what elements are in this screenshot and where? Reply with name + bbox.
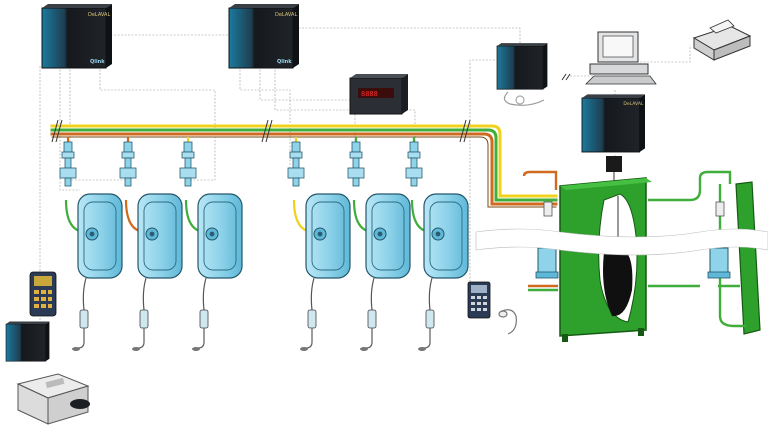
control-unit-icon (5, 321, 50, 362)
fax-machine-icon (692, 19, 752, 61)
printer-icon (16, 373, 90, 425)
milk-meter (119, 141, 183, 352)
svg-text:Qlink: Qlink (277, 59, 292, 65)
cutaway-band (475, 228, 768, 256)
bulk-tank (735, 181, 761, 335)
svg-text:DeLAVAL: DeLAVAL (623, 101, 644, 107)
control-unit-icon (496, 42, 548, 90)
pump-unit (535, 201, 559, 279)
control-unit-icon: DeLAVAL (581, 93, 646, 153)
milk-meter (287, 141, 351, 352)
milk-meter (347, 141, 411, 352)
display-panel-icon: 8888 (349, 74, 408, 115)
milk-meter (179, 141, 243, 352)
pipeline-breaks (51, 119, 471, 143)
mouse-icon (70, 399, 90, 409)
milk-meter (59, 141, 123, 352)
control-unit-icon: DeLAVAL Qlink (41, 3, 113, 69)
svg-text:8888: 8888 (361, 90, 378, 98)
svg-text:Qlink: Qlink (90, 59, 105, 65)
handheld-keypad-icon (29, 271, 57, 317)
milk-pipeline (50, 124, 558, 208)
cable-break (561, 73, 571, 81)
control-unit-icon: DeLAVAL Qlink (228, 3, 300, 69)
sensor-probe (498, 309, 517, 335)
network-cable (503, 91, 545, 106)
svg-text:DeLAVAL: DeLAVAL (88, 12, 110, 18)
handheld-keypad-icon (467, 281, 491, 319)
pump-unit (707, 201, 731, 279)
tank-sensor (606, 156, 622, 172)
computer-icon (585, 31, 657, 85)
milk-meter (405, 141, 469, 352)
svg-text:DeLAVAL: DeLAVAL (275, 12, 297, 18)
bulk-tank (559, 177, 652, 342)
